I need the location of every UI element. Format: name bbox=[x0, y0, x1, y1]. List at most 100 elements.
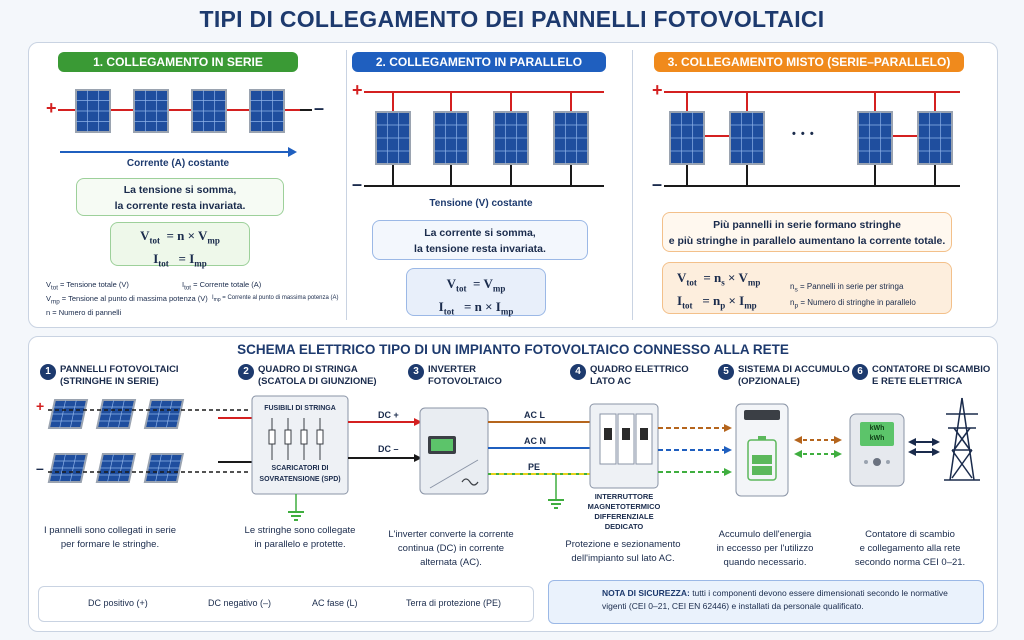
fuses-label: FUSIBILI DI STRINGA bbox=[264, 405, 336, 412]
spd-label-1: SCARICATORI DI bbox=[271, 465, 329, 472]
formula-sub: tot bbox=[149, 235, 160, 246]
mixed-legend-2: np = Numero di stringhe in parallelo bbox=[790, 298, 916, 310]
combiner-box bbox=[251, 395, 349, 495]
series-rule-line: la corrente resta invariata. bbox=[114, 200, 246, 212]
parallel-formula: Vtot = Vmp Itot = n × Imp bbox=[406, 268, 546, 316]
meter-screen: kWh kWh bbox=[860, 424, 894, 444]
formula-text: = n bbox=[703, 270, 722, 285]
step-number: 2 bbox=[238, 364, 254, 380]
mixed-plus: + bbox=[652, 80, 663, 100]
series-legend-2: Itot = Corrente totale (A) bbox=[182, 280, 262, 292]
formula-text: I bbox=[438, 298, 444, 314]
ac-breaker-line: INTERRUTTORE bbox=[594, 492, 654, 501]
formula-text: = n × I bbox=[463, 298, 501, 314]
mixed-formula: Vtot = ns × Vmp Itot = np × Imp bbox=[662, 262, 952, 314]
formula-text: = I bbox=[178, 250, 195, 266]
fuse-icon bbox=[316, 429, 324, 445]
meter-screen-text: kWh bbox=[869, 425, 885, 432]
step-number: 6 bbox=[852, 364, 868, 380]
series-legend-1: Vtot = Tensione totale (V) bbox=[46, 280, 129, 292]
step-number: 4 bbox=[570, 364, 586, 380]
parallel-minus: – bbox=[352, 174, 363, 194]
parallel-header: 2. COLLEGAMENTO IN PARALLELO bbox=[352, 52, 606, 72]
voltage-label: Tensione (V) costante bbox=[429, 198, 533, 209]
ac-breaker-label: INTERRUTTORE MAGNETOTERMICO DIFFERENZIAL… bbox=[578, 492, 670, 532]
page-title: TIPI DI COLLEGAMENTO DEI PANNELLI FOTOVO… bbox=[199, 6, 825, 32]
mixed-minus: – bbox=[652, 174, 663, 194]
formula-text: V bbox=[677, 270, 687, 285]
wire-dc-plus: DC + bbox=[378, 410, 399, 420]
wire-ac-l: AC L bbox=[524, 410, 545, 420]
formula-sub: tot bbox=[158, 258, 169, 269]
divider bbox=[632, 50, 633, 320]
scheme-plus: + bbox=[36, 398, 45, 414]
scheme-title: SCHEMA ELETTRICO TIPO DI UN IMPIANTO FOT… bbox=[237, 342, 789, 357]
series-plus: + bbox=[46, 98, 57, 118]
parallel-plus: + bbox=[352, 80, 363, 100]
fuse-icon bbox=[300, 429, 308, 445]
step-title: QUADRO DI STRINGA(SCATOLA DI GIUNZIONE) bbox=[258, 364, 377, 387]
formula-text: = V bbox=[473, 276, 493, 291]
formula-sub: tot bbox=[456, 283, 467, 294]
safety-text-2: vigenti (CEI 0–21, CEI EN 62446) e insta… bbox=[602, 601, 864, 611]
wire-ac-n: AC N bbox=[524, 436, 546, 446]
spd-label-2: SOVRATENSIONE (SPD) bbox=[259, 476, 341, 483]
safety-label: NOTA DI SICUREZZA: bbox=[602, 588, 690, 598]
battery-box bbox=[735, 403, 789, 497]
safety-note bbox=[548, 580, 984, 624]
formula-sub: mp bbox=[207, 235, 220, 246]
mixed-dots: • • • bbox=[792, 128, 815, 140]
formula-text: = n × V bbox=[166, 228, 208, 243]
ac-breaker-line: DIFFERENZIALE bbox=[594, 512, 654, 521]
current-arrow-head bbox=[288, 147, 297, 157]
step-number: 1 bbox=[40, 364, 56, 380]
formula-sub: tot bbox=[686, 277, 697, 288]
series-rule-line: La tensione si somma, bbox=[123, 184, 237, 196]
mixed-rule: Più pannelli in serie formano stringhe e… bbox=[662, 212, 952, 252]
legend-label: Terra di protezione (PE) bbox=[406, 598, 502, 608]
series-header: 1. COLLEGAMENTO IN SERIE bbox=[58, 52, 298, 72]
fuse-icon bbox=[284, 429, 292, 445]
mixed-rule-line: Più pannelli in serie formano stringhe bbox=[713, 219, 901, 231]
formula-text: × I bbox=[725, 292, 745, 308]
step-number: 5 bbox=[718, 364, 734, 380]
scheme-minus: – bbox=[36, 460, 44, 476]
step-title: SISTEMA DI ACCUMULO(OPZIONALE) bbox=[738, 364, 850, 387]
legend-label: DC negativo (–) bbox=[208, 598, 272, 608]
formula-text: I bbox=[153, 250, 159, 266]
formula-text: × V bbox=[724, 270, 748, 285]
safety-text: NOTA DI SICUREZZA: tutti i componenti de… bbox=[602, 587, 982, 613]
series-formula: Vtot = n × Vmp Itot = Imp bbox=[110, 222, 250, 269]
wire-dc-minus: DC – bbox=[378, 444, 399, 454]
series-legend-4: Imp = Corrente al punto di massima poten… bbox=[212, 295, 339, 304]
ac-breaker-line: DEDICATO bbox=[604, 522, 644, 531]
parallel-rule: La corrente si somma, la tensione resta … bbox=[372, 220, 588, 260]
legend-box bbox=[38, 586, 534, 622]
parallel-rule-line: la tensione resta invariata. bbox=[414, 243, 546, 255]
series-legend-3: Vmp = Tensione al punto di massima poten… bbox=[46, 294, 208, 306]
safety-text-1: tutti i componenti devono essere dimensi… bbox=[689, 588, 948, 598]
meter-screen-text: kWh bbox=[869, 435, 885, 442]
formula-sub: tot bbox=[443, 306, 455, 317]
formula-text: V bbox=[140, 228, 150, 243]
mixed-rule-line: e più stringhe in parallelo aumentano la… bbox=[668, 235, 946, 247]
parallel-rule-line: La corrente si somma, bbox=[424, 227, 536, 239]
current-label: Corrente (A) costante bbox=[126, 158, 230, 169]
series-legend-5: n = Numero di pannelli bbox=[46, 308, 122, 317]
grid-pylon-icon bbox=[944, 397, 980, 481]
mixed-header: 3. COLLEGAMENTO MISTO (SERIE–PARALLELO) bbox=[654, 52, 964, 72]
formula-text: I bbox=[677, 292, 683, 308]
formula-sub: tot bbox=[682, 300, 693, 311]
